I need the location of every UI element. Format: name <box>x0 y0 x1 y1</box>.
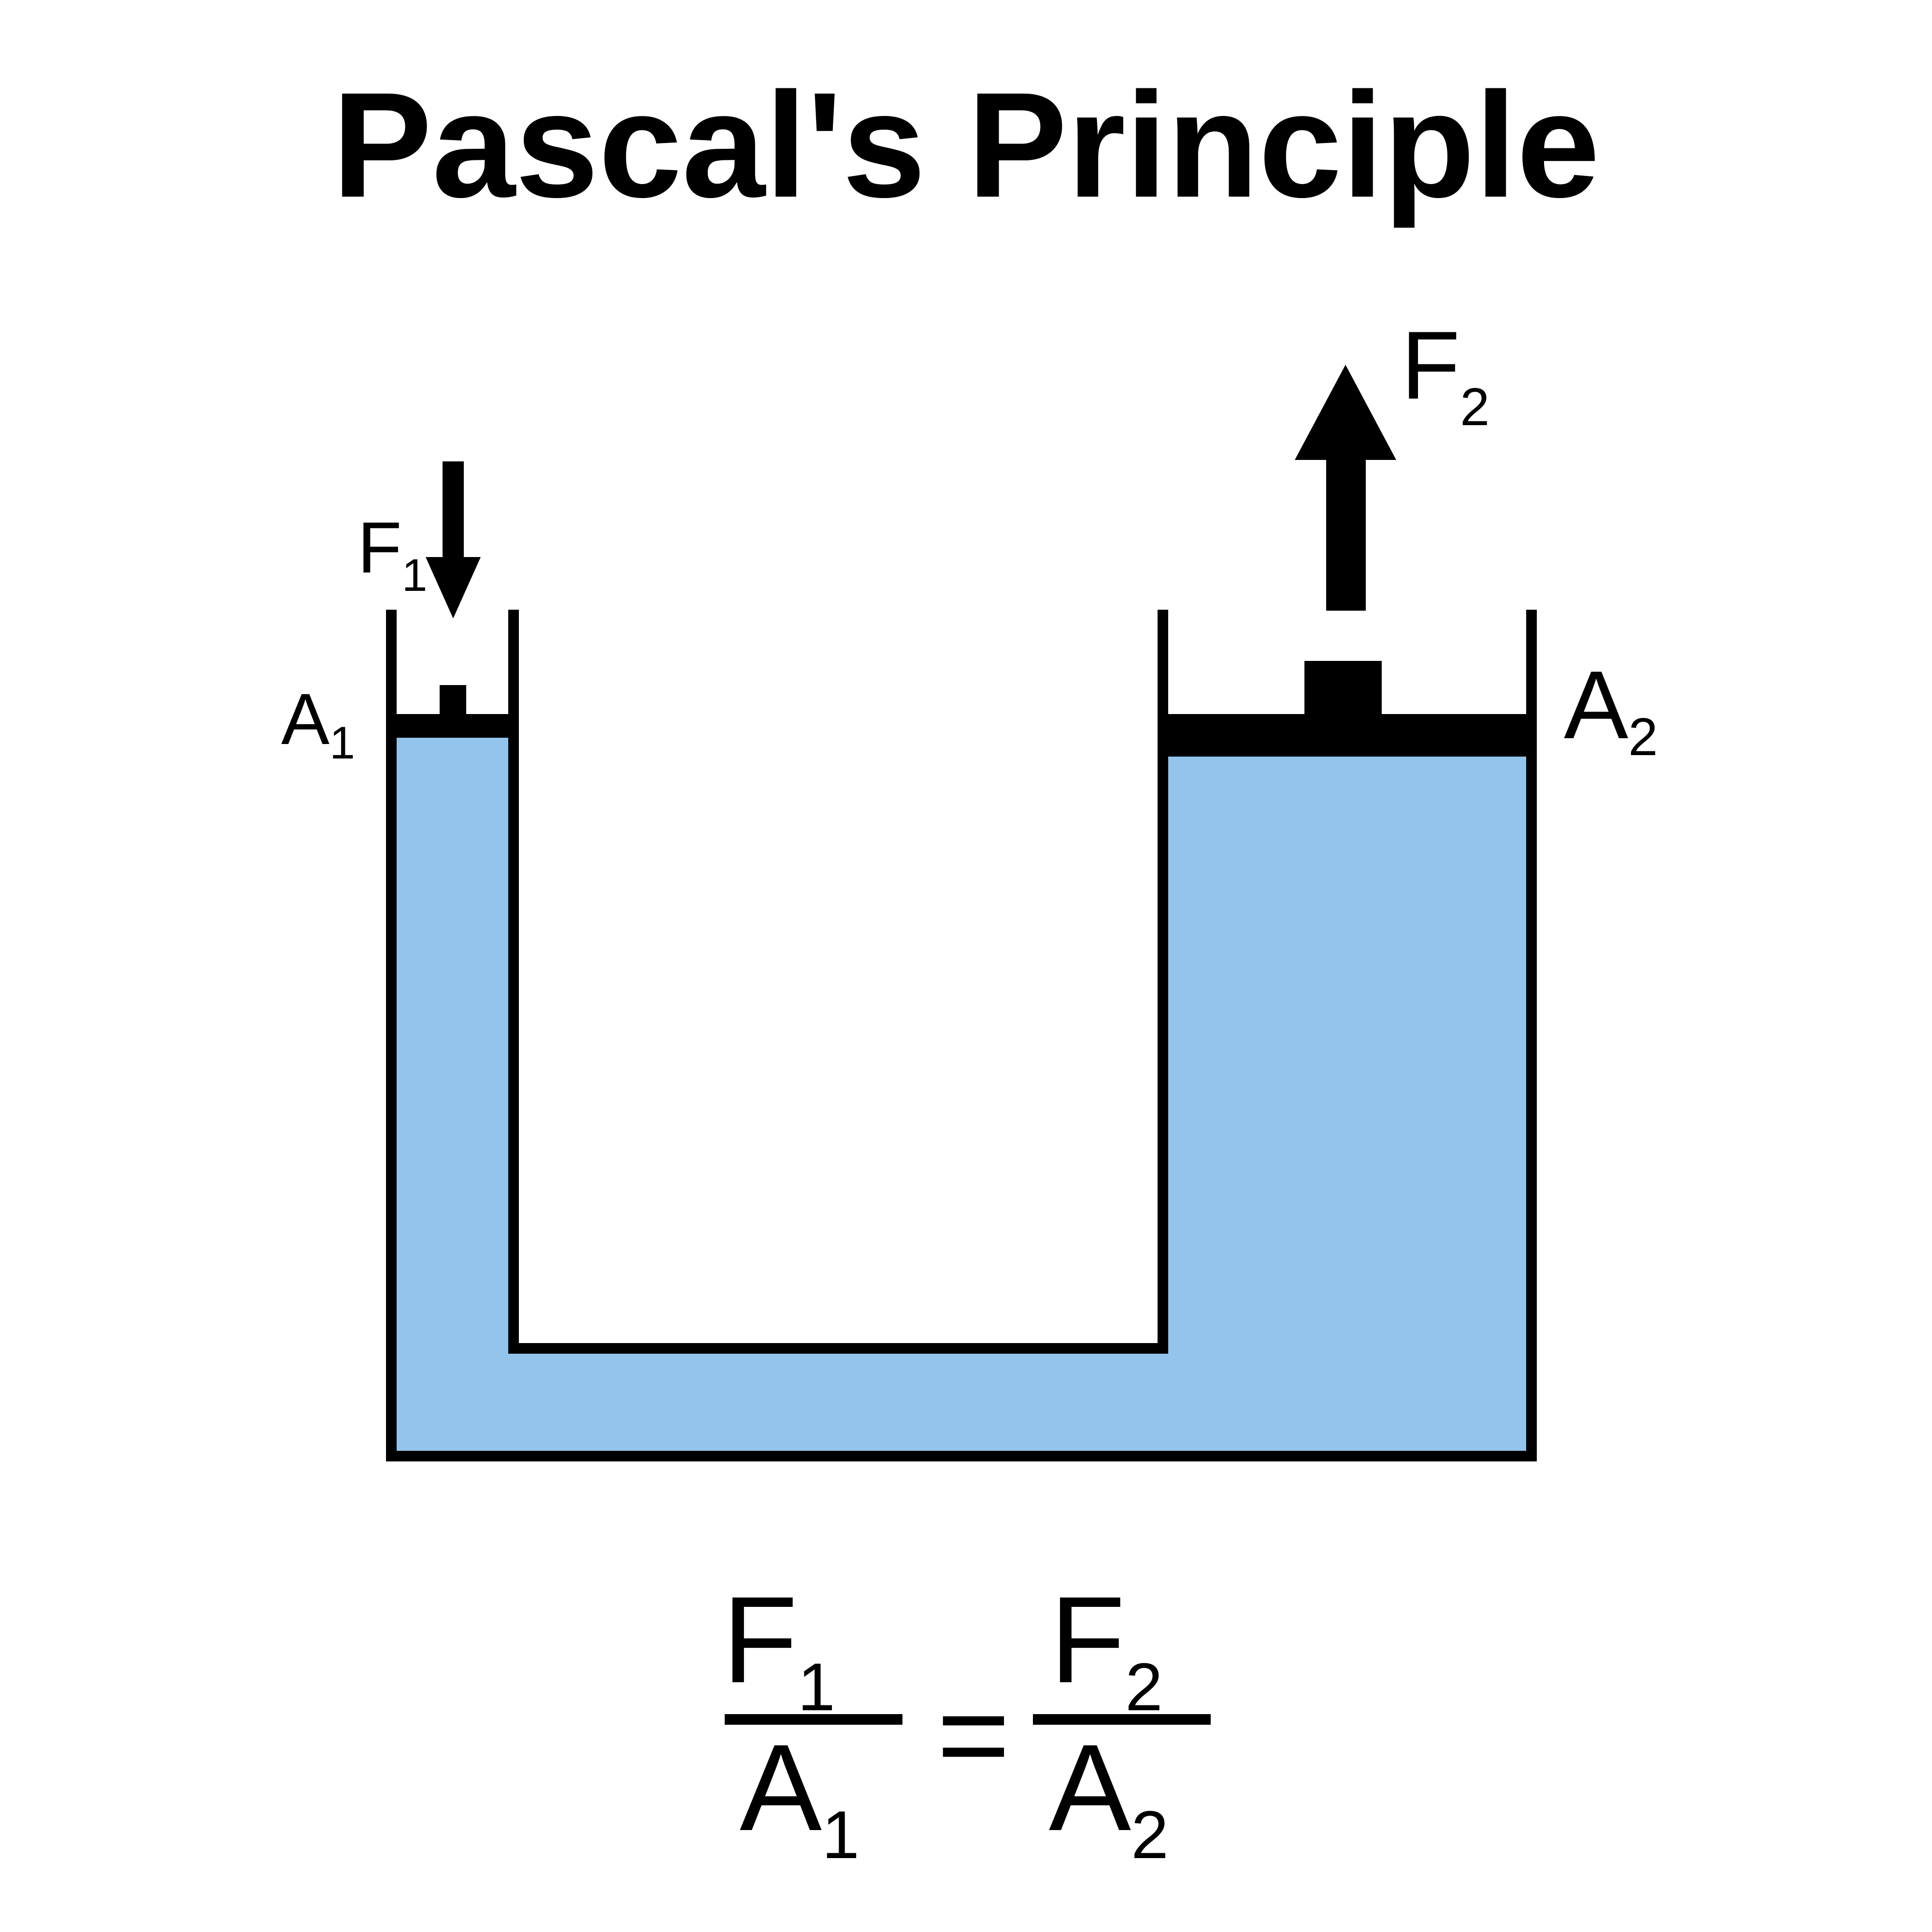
small-piston-plate <box>391 714 514 738</box>
formula-right-fraction-bar <box>1033 1714 1211 1725</box>
area-a1-label: A1 <box>281 678 355 769</box>
force-f2-label: F2 <box>1401 312 1489 437</box>
container-wall <box>386 610 1537 1461</box>
arrow-up-icon <box>1295 365 1396 611</box>
arrow-down-icon <box>426 461 481 618</box>
formula-left-fraction-bar <box>725 1714 902 1725</box>
area-a2-label: A2 <box>1564 651 1658 767</box>
page-title: Pascal's Principle <box>332 61 1600 229</box>
formula-equals-sign: = <box>937 1665 1010 1805</box>
large-piston-plate <box>1163 714 1531 757</box>
pascal-formula: F1 A1 = F2 A2 <box>722 1571 1211 1873</box>
small-piston-handle <box>440 685 466 715</box>
force-f1-label: F1 <box>358 507 427 601</box>
formula-left-denominator: A1 <box>740 1719 859 1873</box>
formula-right-numerator: F2 <box>1050 1571 1163 1725</box>
formula-right-denominator: A2 <box>1049 1719 1169 1873</box>
formula-left-numerator: F1 <box>722 1571 835 1725</box>
container-inner-wall <box>508 610 1168 1354</box>
fluid-body <box>391 738 1531 1456</box>
large-piston-handle <box>1304 661 1382 715</box>
